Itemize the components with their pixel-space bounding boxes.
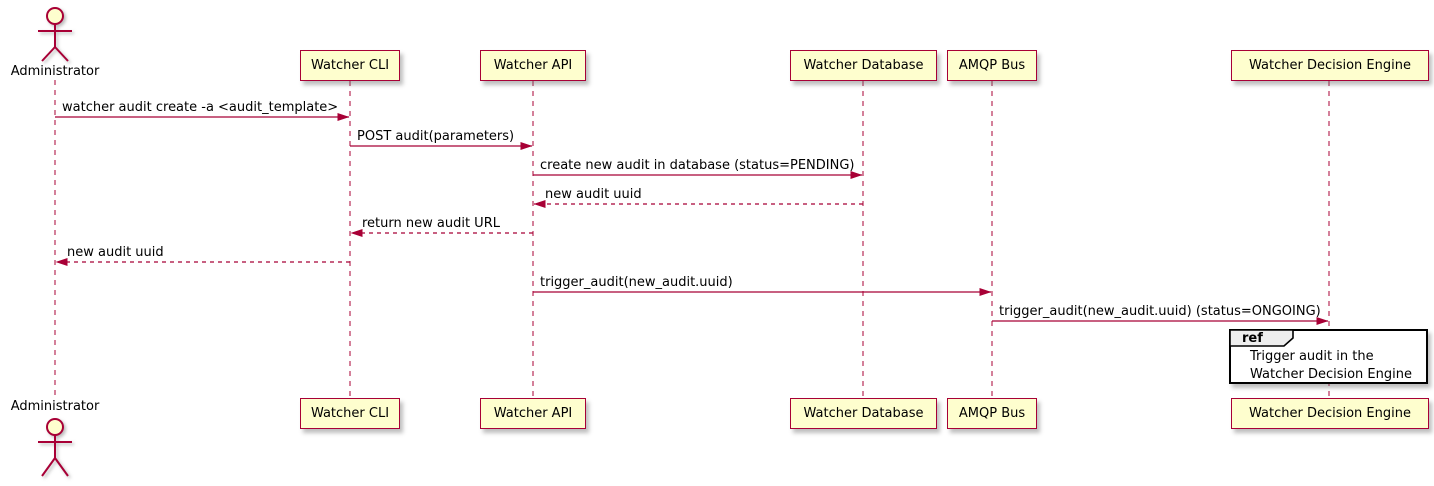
participant-watcher-database-top: Watcher Database: [790, 50, 937, 81]
participant-amqp-bus-bottom: AMQP Bus: [947, 398, 1037, 429]
administrator-actor-icon-bottom: [38, 418, 72, 477]
ref-text-line2: Watcher Decision Engine: [1250, 366, 1412, 382]
message-label-6: new audit uuid: [67, 245, 164, 260]
administrator-actor-icon: [38, 7, 72, 62]
participant-watcher-decision-engine-top: Watcher Decision Engine: [1231, 50, 1429, 81]
message-label-2: POST audit(parameters): [357, 129, 515, 144]
participant-watcher-database-bottom: Watcher Database: [790, 398, 937, 429]
ref-keyword: ref: [1242, 331, 1263, 346]
actor-label-administrator-top: Administrator: [10, 64, 100, 79]
participant-watcher-api-top: Watcher API: [480, 50, 586, 81]
participant-watcher-decision-engine-bottom: Watcher Decision Engine: [1231, 398, 1429, 429]
message-label-3: create new audit in database (status=PEN…: [540, 158, 855, 173]
ref-tab-shape: [1229, 329, 1294, 347]
participant-watcher-cli-top: Watcher CLI: [300, 50, 400, 81]
participant-watcher-api-bottom: Watcher API: [480, 398, 586, 429]
message-label-5: return new audit URL: [362, 216, 500, 231]
participant-watcher-cli-bottom: Watcher CLI: [300, 398, 400, 429]
message-label-1: watcher audit create -a <audit_template>: [62, 100, 339, 115]
message-label-4: new audit uuid: [545, 187, 642, 202]
participant-amqp-bus-top: AMQP Bus: [947, 50, 1037, 81]
ref-text: Trigger audit in the Watcher Decision En…: [1250, 348, 1412, 383]
ref-fragment: ref Trigger audit in the Watcher Decisio…: [1229, 329, 1428, 384]
message-label-7: trigger_audit(new_audit.uuid): [540, 275, 733, 290]
ref-text-line1: Trigger audit in the: [1250, 349, 1374, 364]
message-label-8: trigger_audit(new_audit.uuid) (status=ON…: [999, 304, 1321, 319]
actor-label-administrator-bottom: Administrator: [10, 399, 100, 414]
